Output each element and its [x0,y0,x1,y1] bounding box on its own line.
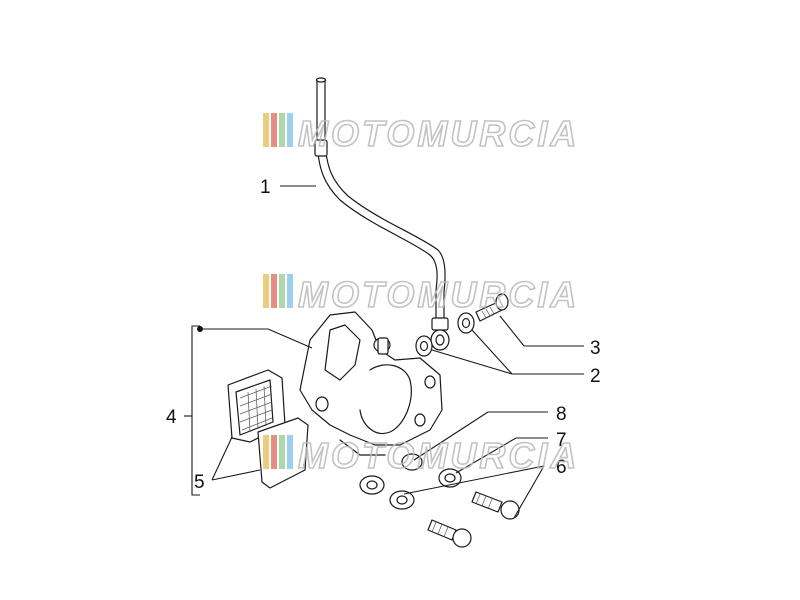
watermark-stripe-4 [287,274,293,308]
callout-2: 2 [590,366,601,387]
watermark-text-middle: MOTOMURCIA [298,274,579,315]
watermark-stripe-2 [271,435,277,469]
watermark-stripe-1 [263,435,269,469]
watermark-text-top: MOTOMURCIA [298,113,579,154]
washer-pair [415,312,475,357]
brake-pads [227,369,309,489]
banjo-bolt [475,293,509,322]
callout-3: 3 [590,338,601,359]
callout-labels: 1 2 3 4 5 6 7 8 [166,177,601,493]
watermark-stripe-2 [271,113,277,147]
watermark-stripe-2 [271,274,277,308]
callout-6: 6 [556,457,567,478]
callout-1: 1 [260,177,271,198]
watermark-stripe-3 [279,435,285,469]
brake-pipe [314,77,450,351]
mounting-washers [359,453,462,510]
watermark-stripe-4 [287,113,293,147]
brake-caliper [299,311,443,456]
leader-lines [184,185,584,519]
callout-4: 4 [166,407,177,428]
callout-5: 5 [194,472,205,493]
watermark-middle: MOTOMURCIA [263,273,579,316]
watermark-stripe-4 [287,435,293,469]
callout-7: 7 [556,430,567,451]
mounting-bolts [427,491,520,548]
watermark-stripe-1 [263,274,269,308]
watermark-stripe-3 [279,113,285,147]
watermark-text-bottom: MOTOMURCIA [298,435,579,476]
callout-8: 8 [556,404,567,425]
watermark-stripe-1 [263,113,269,147]
watermark-stripe-3 [279,274,285,308]
watermark-bottom: MOTOMURCIA [263,434,579,477]
watermark-top: MOTOMURCIA [263,112,579,155]
